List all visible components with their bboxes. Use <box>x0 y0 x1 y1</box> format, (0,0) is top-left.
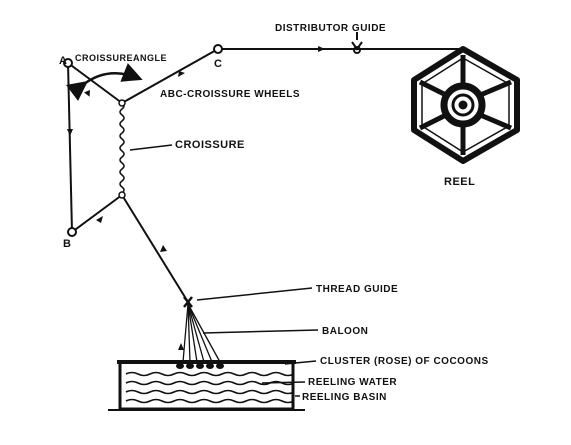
wheel-c <box>213 44 223 54</box>
label-point-b: B <box>63 238 71 250</box>
label-reeling-water: REELING WATER <box>308 377 397 388</box>
label-thread-guide: THREAD GUIDE <box>316 284 398 295</box>
label-reel: REEL <box>444 176 475 188</box>
baloon-filaments <box>182 303 221 363</box>
label-cluster: CLUSTER (ROSE) OF COCOONS <box>320 356 489 367</box>
wheel-b <box>67 227 77 237</box>
label-distributor-guide: DISTRIBUTOR GUIDE <box>275 23 386 34</box>
thread-guide-icon <box>183 296 193 308</box>
distributor-guide-mark <box>351 32 363 54</box>
croissure-twist <box>119 102 125 194</box>
leader-lines <box>129 144 319 397</box>
label-point-a: A <box>59 55 67 67</box>
cocoon-cluster <box>176 363 224 369</box>
croissure-bottom-pulley <box>118 191 126 199</box>
label-croissure: CROISSURE <box>175 139 245 151</box>
reeling-basin <box>108 360 305 411</box>
label-point-c: C <box>214 58 222 70</box>
label-baloon: BALOON <box>322 326 368 337</box>
reeling-water <box>125 371 295 404</box>
thread-path <box>66 48 463 303</box>
reel-icon <box>411 46 520 164</box>
label-croissure-angle: CROISSUREANGLE <box>75 53 167 63</box>
direction-arrows <box>67 46 325 350</box>
croissure-top-pulley <box>118 99 126 107</box>
croissure-angle-arrow <box>65 63 143 101</box>
label-wheels: ABC-CROISSURE WHEELS <box>160 89 300 100</box>
label-reeling-basin: REELING BASIN <box>302 392 387 403</box>
